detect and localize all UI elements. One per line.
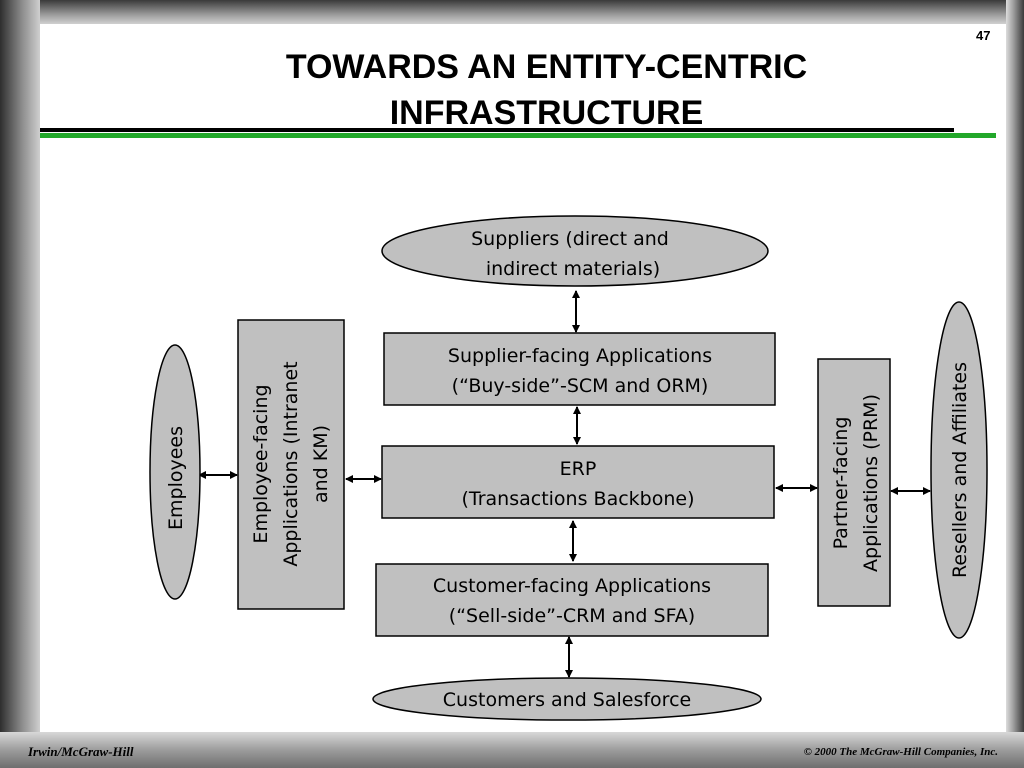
slide-frame-top	[0, 0, 1024, 24]
slide-title: TOWARDS AN ENTITY-CENTRIC INFRASTRUCTURE	[100, 44, 993, 136]
customer-apps-label-line-2: (“Sell-side”-CRM and SFA)	[449, 605, 695, 627]
supplier-apps-label-line-1: Supplier-facing Applications	[448, 345, 712, 367]
slide-title-line-1: TOWARDS AN ENTITY-CENTRIC	[285, 48, 808, 86]
suppliers-node: Suppliers (direct and indirect materials…	[381, 215, 769, 287]
customers-label: Customers and Salesforce	[443, 689, 691, 711]
suppliers-label-line-2: indirect materials)	[486, 258, 660, 280]
slide-title-line-2: INFRASTRUCTURE	[389, 94, 704, 132]
partner-apps-label-line-1: Partner-facing	[830, 417, 852, 550]
partner-apps-label-line-2: Applications (PRM)	[860, 394, 882, 572]
supplier-apps-label-line-2: (“Buy-side”-SCM and ORM)	[452, 375, 709, 397]
footer-publisher: Irwin/McGraw-Hill	[28, 744, 134, 759]
slide-frame-right	[1006, 0, 1024, 768]
slide-frame-left	[0, 0, 40, 768]
resellers-label: Resellers and Affiliates	[949, 362, 971, 578]
employee-apps-label-line-1: Employee-facing	[250, 384, 272, 543]
employee-apps-label-line-3: and KM)	[310, 425, 332, 503]
customers-node: Customers and Salesforce	[372, 677, 762, 721]
connector-arrows	[198, 290, 931, 678]
erp-label-line-2: (Transactions Backbone)	[461, 488, 694, 510]
erp-node: ERP (Transactions Backbone)	[381, 445, 775, 519]
employee-apps-label-line-2: Applications (Intranet	[280, 361, 302, 566]
customer-apps-node: Customer-facing Applications (“Sell-side…	[375, 563, 769, 637]
resellers-node: Resellers and Affiliates	[930, 301, 988, 639]
customer-apps-label-line-1: Customer-facing Applications	[433, 575, 711, 597]
suppliers-label-line-1: Suppliers (direct and	[471, 228, 669, 250]
employee-apps-node: Employee-facing Applications (Intranet a…	[237, 319, 345, 610]
slide-number: 47	[976, 28, 991, 43]
partner-apps-node: Partner-facing Applications (PRM)	[817, 358, 891, 607]
erp-label-line-1: ERP	[560, 458, 597, 480]
title-rule-green	[40, 133, 996, 138]
supplier-apps-node: Supplier-facing Applications (“Buy-side”…	[383, 332, 776, 406]
employees-label: Employees	[165, 426, 187, 530]
slide-frame-bottom	[0, 732, 1024, 768]
employees-node: Employees	[149, 344, 201, 600]
footer-copyright: © 2000 The McGraw-Hill Companies, Inc.	[803, 746, 998, 758]
title-rule-black	[40, 128, 954, 132]
